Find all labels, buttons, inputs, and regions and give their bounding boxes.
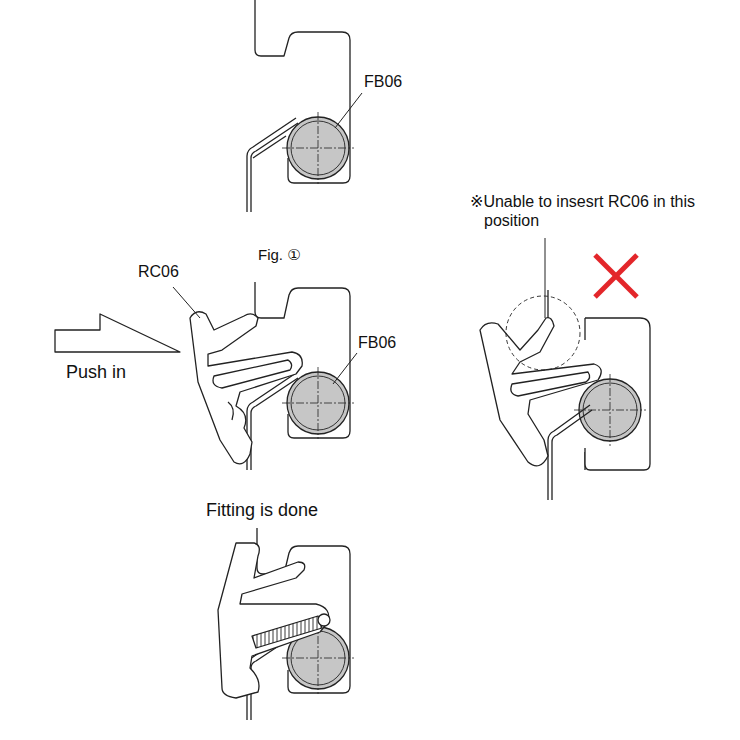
part-label: RC06	[138, 262, 179, 281]
action-label: Push in	[66, 362, 126, 384]
part-label: FB06	[358, 333, 396, 352]
note-text: ※Unable to insesrt RC06 in this position	[470, 192, 709, 230]
figure-number: Fig. ①	[258, 246, 301, 264]
part-label: FB06	[364, 72, 402, 91]
status-label: Fitting is done	[206, 500, 318, 522]
